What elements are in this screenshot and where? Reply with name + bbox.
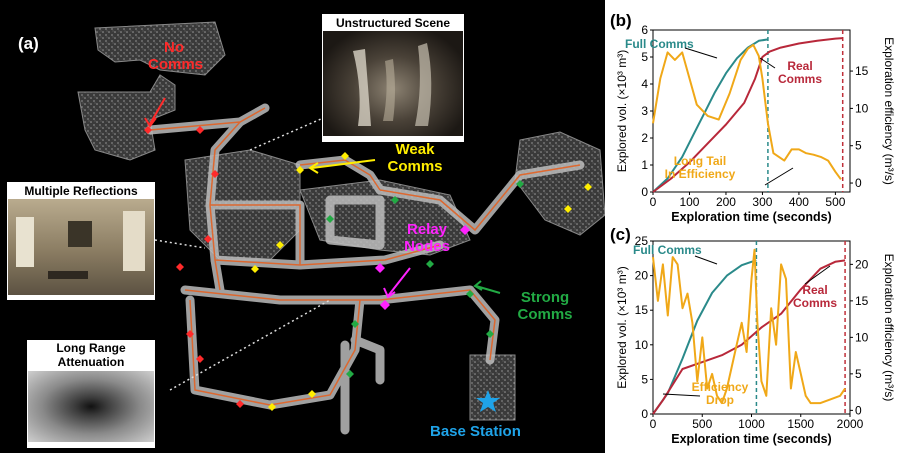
- y-tick-label: 4: [641, 77, 648, 91]
- point-cloud-map: [77, 21, 605, 435]
- annotation-arrow: [694, 255, 718, 265]
- x-tick-label: 500: [825, 195, 845, 209]
- weak-comms-label: Weak Comms: [387, 141, 443, 175]
- x-tick-label: 400: [789, 195, 809, 209]
- long-range-attenuation-inset: Long Range Attenuation: [27, 340, 155, 448]
- relay-nodes-label: Relay Nodes: [404, 221, 450, 255]
- annotation-line: Efficiency: [692, 380, 749, 394]
- y-tick-label: 0: [641, 185, 648, 199]
- plot-frame: [652, 240, 851, 415]
- y2-axis-label: Exploration efficiency (m³/s): [882, 254, 896, 402]
- x-tick-label: 300: [752, 195, 772, 209]
- y2-axis-label: Exploration efficiency (m³/s): [882, 37, 896, 185]
- x-axis-label: Exploration time (seconds): [671, 432, 831, 446]
- y-tick-label: 25: [635, 234, 649, 248]
- x-axis-label: Exploration time (seconds): [671, 210, 831, 224]
- subterranean-map-panel: (a) No Comms Weak Comms Relay Nodes Stro…: [0, 0, 605, 453]
- y2-tick-label: 10: [855, 101, 869, 115]
- base-station-label: Base Station: [430, 423, 521, 440]
- y-tick-label: 3: [641, 104, 648, 118]
- y-tick-label: 10: [635, 338, 649, 352]
- y2-tick-label: 20: [855, 257, 869, 271]
- y-tick-label: 0: [641, 407, 648, 421]
- x-tick-label: 2000: [837, 417, 864, 431]
- annotation-arrow: [764, 167, 794, 186]
- y-tick-label: 15: [635, 303, 649, 317]
- multiple-reflections-inset: Multiple Reflections: [7, 182, 155, 300]
- annotation-line: Comms: [793, 296, 837, 310]
- x-tick-label: 500: [692, 417, 712, 431]
- y-tick-label: 20: [635, 269, 649, 283]
- annotation-arrow: [684, 47, 718, 59]
- annotation-full: Full Comms: [633, 243, 702, 257]
- x-tick-label: 0: [650, 195, 657, 209]
- y2-tick-label: 15: [855, 294, 869, 308]
- annotation-arrow: [804, 265, 831, 285]
- annotation-arrow: [662, 393, 701, 397]
- weak-comms-markers: [251, 152, 592, 411]
- annotation-line: Long Tail: [674, 154, 726, 168]
- x-tick-label: 0: [650, 417, 657, 431]
- series-line-real-comms: [652, 259, 846, 415]
- callout-lines: [154, 114, 331, 391]
- y2-tick-label: 0: [855, 176, 862, 190]
- y-tick-label: 2: [641, 131, 648, 145]
- y2-tick-label: 0: [855, 403, 862, 417]
- x-tick-label: 1500: [787, 417, 814, 431]
- tunnel-photo: [28, 370, 154, 442]
- x-tick-label: 200: [716, 195, 736, 209]
- strong-comms-label: Strong Comms: [517, 289, 573, 323]
- annotation-line: Real: [787, 59, 812, 73]
- y-axis-label: Explored vol. (×10³ m³): [615, 266, 629, 388]
- star-icon: [476, 390, 500, 412]
- y2-tick-label: 15: [855, 64, 869, 78]
- unstructured-scene-caption: Unstructured Scene: [335, 16, 451, 30]
- panel-letter: (b): [610, 11, 632, 30]
- corridor-photo: [8, 199, 154, 295]
- strong-comms-markers: [326, 180, 524, 378]
- y-tick-label: 6: [641, 23, 648, 37]
- y-tick-label: 5: [641, 372, 648, 386]
- long-range-caption: Long Range Attenuation: [56, 341, 126, 369]
- multiple-reflections-caption: Multiple Reflections: [24, 184, 138, 198]
- annotation-line: Real: [802, 283, 827, 297]
- y-tick-label: 5: [641, 50, 648, 64]
- y2-tick-label: 5: [855, 367, 862, 381]
- no-comms-markers: [144, 126, 244, 408]
- annotation-arrow: [759, 57, 776, 69]
- annotation-arrows: [144, 97, 501, 299]
- series-line-real-comms: [652, 37, 843, 193]
- no-comms-label: No Comms: [148, 39, 204, 73]
- y2-tick-label: 5: [855, 139, 862, 153]
- y2-tick-label: 10: [855, 330, 869, 344]
- panel-letter: (c): [610, 226, 631, 244]
- cave-photo: [323, 31, 463, 136]
- y-tick-label: 1: [641, 158, 648, 172]
- x-tick-label: 100: [679, 195, 699, 209]
- y-axis-label: Explored vol. (×10³ m³): [615, 50, 629, 172]
- unstructured-scene-inset: Unstructured Scene: [322, 14, 464, 142]
- robot-path: [149, 107, 581, 406]
- series-line-efficiency: [652, 43, 842, 180]
- relay-node-markers: [375, 225, 470, 310]
- annotation-line: Drop: [706, 393, 734, 407]
- panel-a-letter: (a): [18, 34, 39, 53]
- series-line-full-comms: [652, 259, 757, 415]
- x-tick-label: 1000: [738, 417, 765, 431]
- annotation-line: Comms: [778, 72, 822, 86]
- annotation-line: In Efficiency: [665, 167, 736, 181]
- annotation-full: Full Comms: [625, 37, 694, 51]
- series-line-efficiency: [652, 248, 846, 405]
